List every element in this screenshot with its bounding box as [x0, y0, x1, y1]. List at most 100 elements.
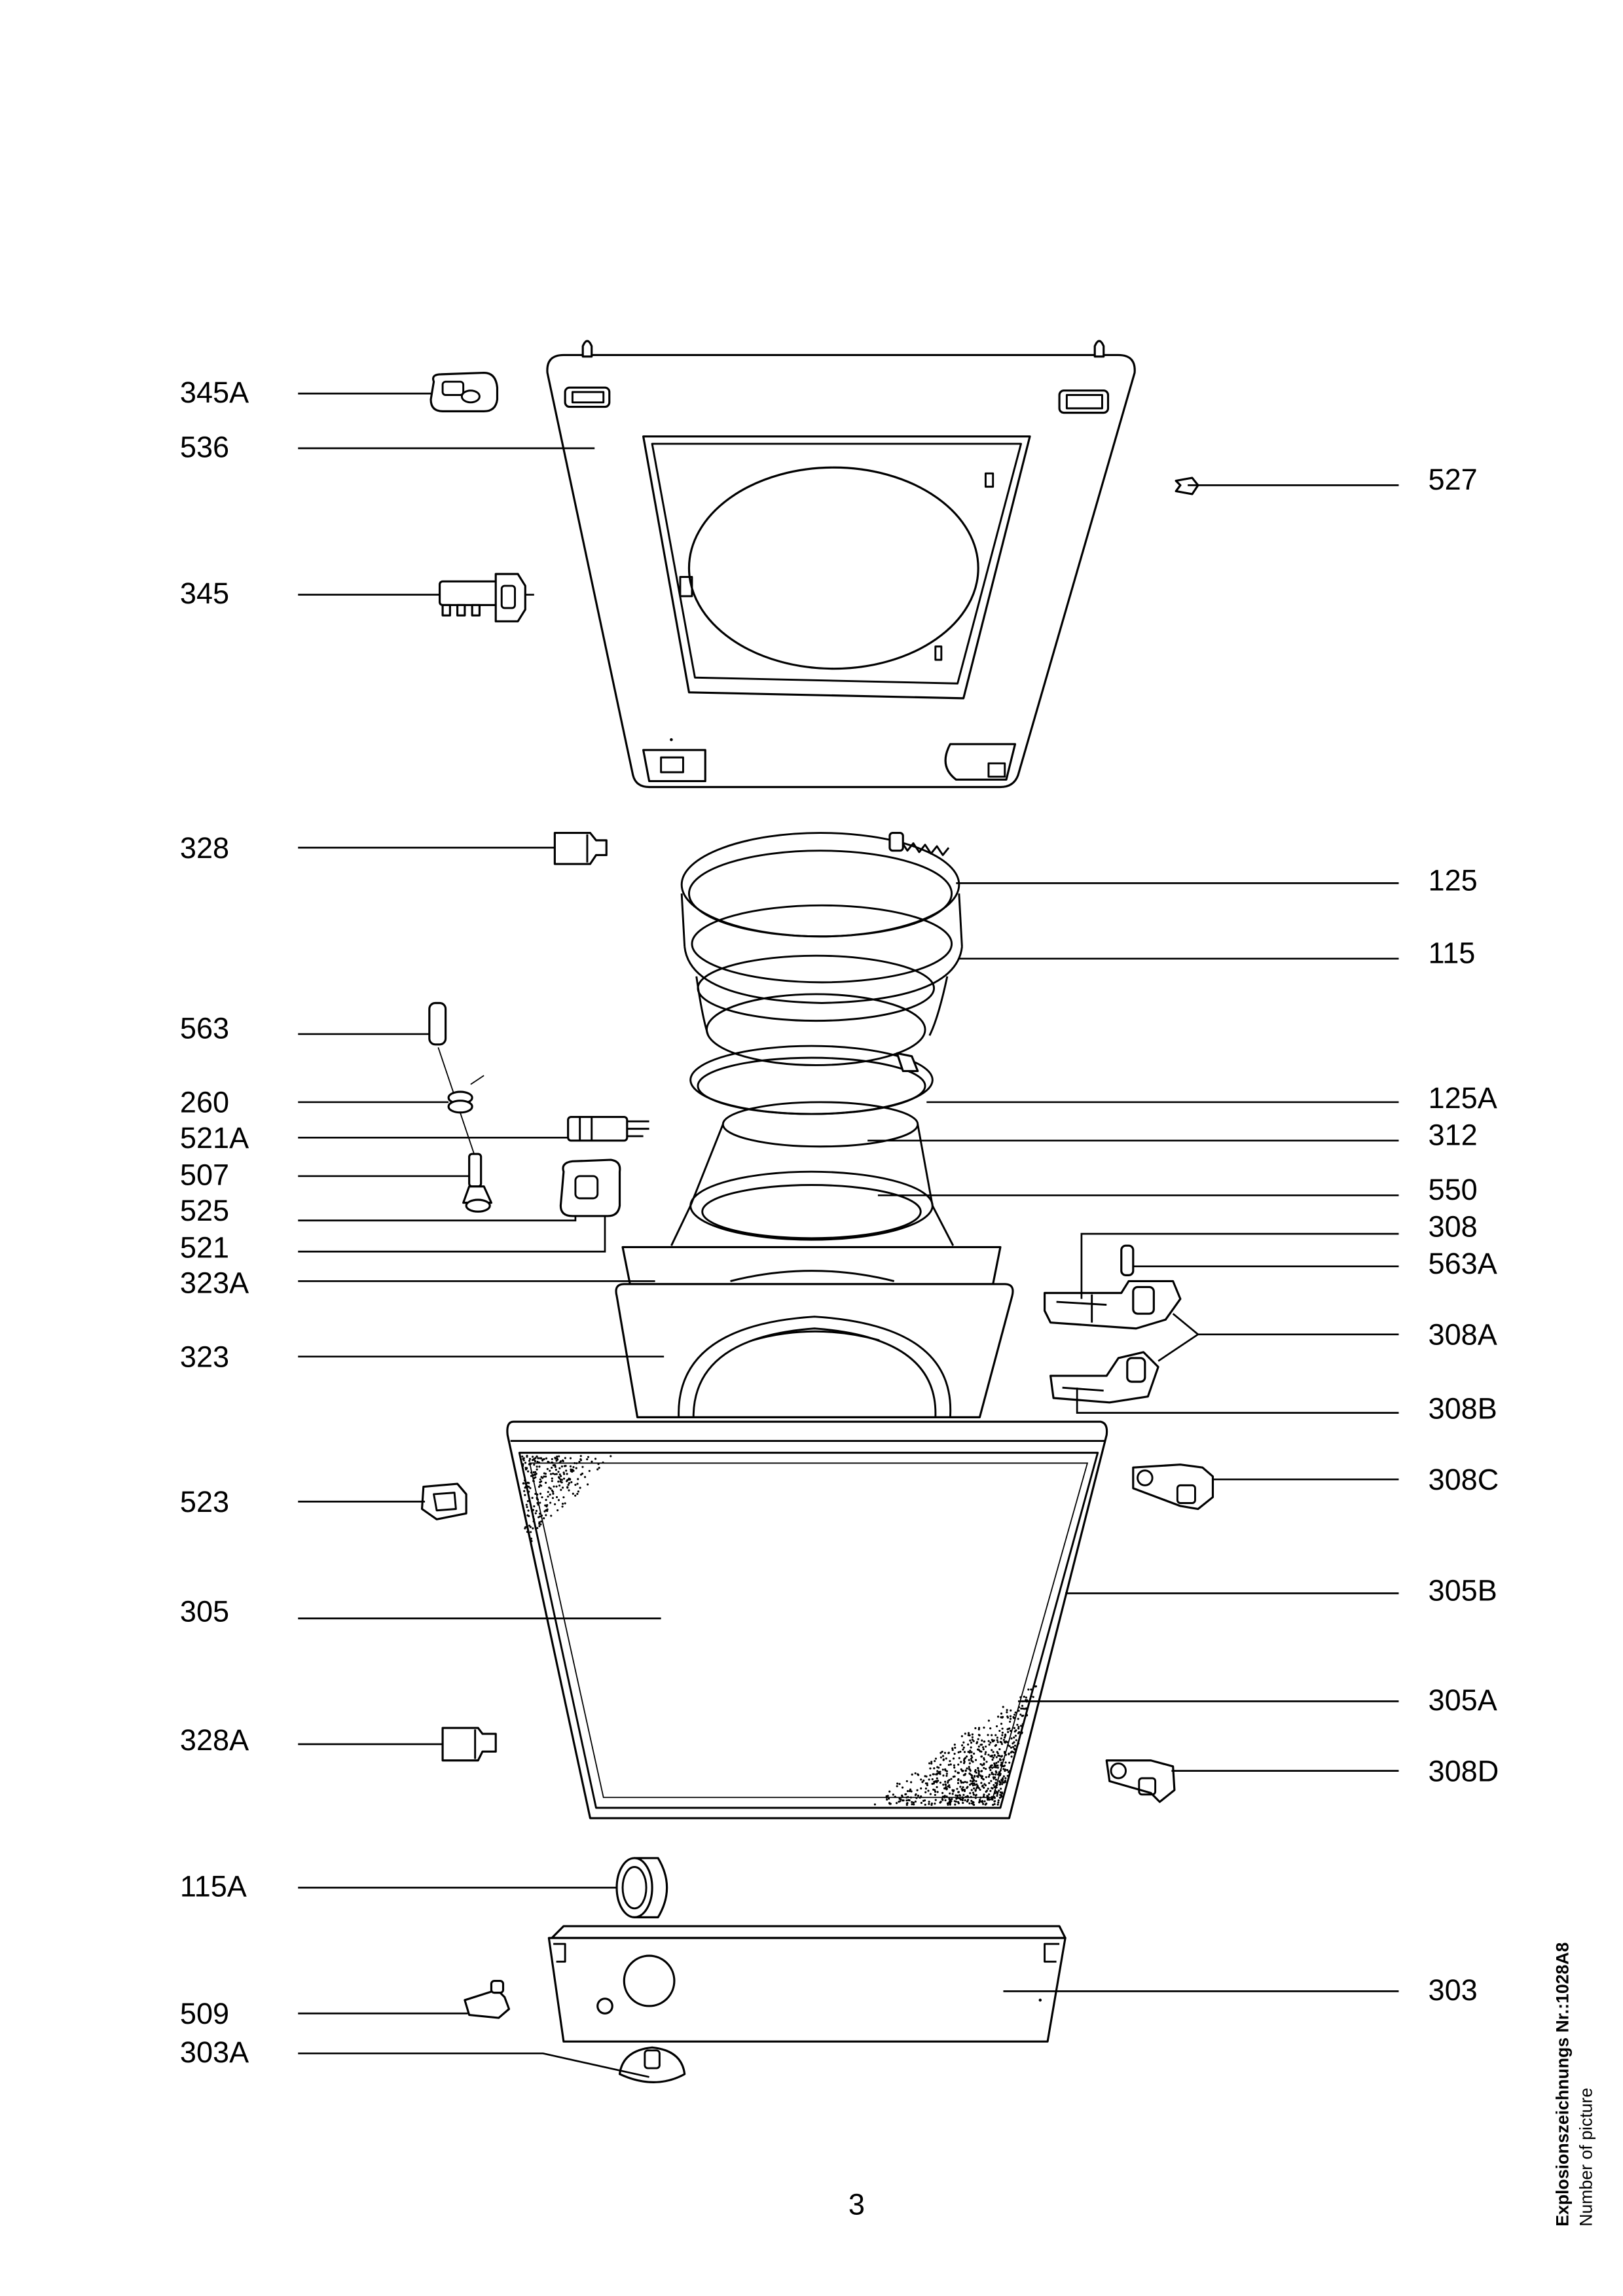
stipple-dot: [594, 1458, 597, 1460]
stipple-dot: [1002, 1738, 1005, 1741]
stipple-dot: [1000, 1712, 1003, 1715]
stipple-dot: [568, 1489, 570, 1492]
stipple-dot: [941, 1755, 945, 1757]
stipple-dot: [597, 1463, 600, 1465]
stipple-dot: [1012, 1746, 1015, 1748]
part-563-pin: [428, 1001, 476, 1157]
stipple-dot: [975, 1780, 977, 1782]
callout-308b: 308B: [1076, 1388, 1497, 1426]
stipple-dot: [976, 1742, 978, 1745]
part-563a-pin: [1120, 1244, 1135, 1276]
stipple-dot: [983, 1740, 985, 1743]
ring-inner: [687, 850, 953, 938]
stipple-dot: [1001, 1727, 1004, 1730]
stipple-dot: [967, 1734, 970, 1736]
stipple-dot: [524, 1462, 527, 1464]
stipple-dot: [997, 1799, 1000, 1802]
stipple-dot: [888, 1797, 890, 1800]
stipple-dot: [522, 1482, 525, 1484]
stipple-dot: [557, 1480, 560, 1483]
callout-label: 509: [180, 1997, 229, 2030]
stipple-dot: [549, 1469, 551, 1472]
stipple-dot: [957, 1782, 960, 1784]
stipple-dot: [966, 1781, 968, 1784]
stipple-dot: [1021, 1723, 1024, 1725]
stipple-dot: [978, 1734, 981, 1736]
stipple-dot: [945, 1787, 948, 1790]
stipple-dot: [992, 1751, 994, 1753]
stipple-dot: [924, 1791, 927, 1793]
callout-label: 525: [180, 1194, 229, 1227]
stipple-dot: [1000, 1764, 1002, 1767]
stipple-dot: [953, 1744, 956, 1746]
stipple-dot: [962, 1774, 965, 1776]
stipple-dot: [972, 1801, 974, 1803]
stipple-dot: [959, 1798, 962, 1801]
stipple-dot: [939, 1763, 942, 1766]
stipple-dot: [522, 1458, 524, 1460]
callout-563a: 563A: [1133, 1247, 1498, 1280]
stipple-dot: [574, 1494, 577, 1497]
stipple-dot: [928, 1778, 930, 1781]
stipple-dot: [527, 1509, 530, 1512]
stipple-dot: [1009, 1715, 1012, 1717]
stipple-dot: [958, 1757, 960, 1759]
stipple-dot: [933, 1767, 936, 1770]
callout-323: 323: [180, 1340, 665, 1374]
stipple-dot: [911, 1803, 913, 1806]
frame-pin-left: [581, 340, 593, 358]
foot-slot: [644, 2049, 661, 2070]
stipple-dot: [996, 1751, 998, 1753]
part-115a-bellows: [615, 1857, 668, 1918]
part-308-hinge-upper: [1043, 1280, 1182, 1330]
stipple-dot: [998, 1748, 1001, 1751]
callout-521a: 521A: [180, 1121, 568, 1155]
stipple-dot: [968, 1759, 970, 1761]
stipple-dot: [988, 1744, 991, 1746]
stipple-dot: [954, 1803, 957, 1806]
part-509-key: [464, 1979, 511, 2019]
stipple-dot: [911, 1801, 913, 1803]
callout-308c: 308C: [1213, 1463, 1499, 1496]
stipple-dot: [998, 1789, 1000, 1792]
stipple-dot: [560, 1475, 562, 1477]
stipple-dot: [540, 1515, 543, 1517]
stipple-dot: [912, 1801, 915, 1804]
hinge-detail: [1062, 1386, 1104, 1392]
stipple-dot: [939, 1751, 942, 1754]
part-305-door-glass: [506, 1420, 1108, 1820]
stipple-dot: [992, 1803, 994, 1806]
stipple-dot: [943, 1795, 946, 1797]
stipple-dot: [972, 1740, 975, 1742]
stipple-dot: [551, 1477, 553, 1480]
stipple-dot: [909, 1796, 912, 1799]
stipple-dot: [532, 1471, 535, 1474]
stipple-dot: [575, 1467, 577, 1469]
stipple-dot: [945, 1757, 947, 1760]
ring-inner: [697, 1056, 926, 1115]
stipple-dot: [911, 1773, 913, 1776]
stipple-dot: [998, 1774, 1002, 1776]
callout-label: 527: [1429, 463, 1478, 496]
stipple-dot: [937, 1780, 939, 1782]
stipple-dot: [1000, 1787, 1002, 1790]
stipple-dot: [535, 1509, 538, 1513]
part-260-spring: [447, 1075, 484, 1114]
stipple-dot: [539, 1481, 541, 1484]
stipple-dot: [983, 1757, 985, 1759]
stipple-dot: [561, 1459, 564, 1462]
stipple-dot: [539, 1501, 541, 1504]
stipple-dot: [587, 1483, 589, 1486]
stipple-dot: [974, 1784, 976, 1786]
stipple-dot: [535, 1473, 538, 1475]
part-345-door-lock: [439, 573, 534, 622]
stipple-dot: [932, 1788, 935, 1791]
drawing-reference-label: Explosionszeichnungs Nr.:1028A8: [1553, 1943, 1573, 2227]
stipple-dot: [898, 1783, 901, 1785]
stipple-dot: [1001, 1778, 1004, 1781]
stipple-dot: [957, 1763, 960, 1766]
callout-509: 509: [180, 1997, 468, 2030]
plunger-stem: [468, 1153, 483, 1188]
stipple-dot: [969, 1739, 972, 1742]
stipple-dot: [973, 1787, 976, 1790]
